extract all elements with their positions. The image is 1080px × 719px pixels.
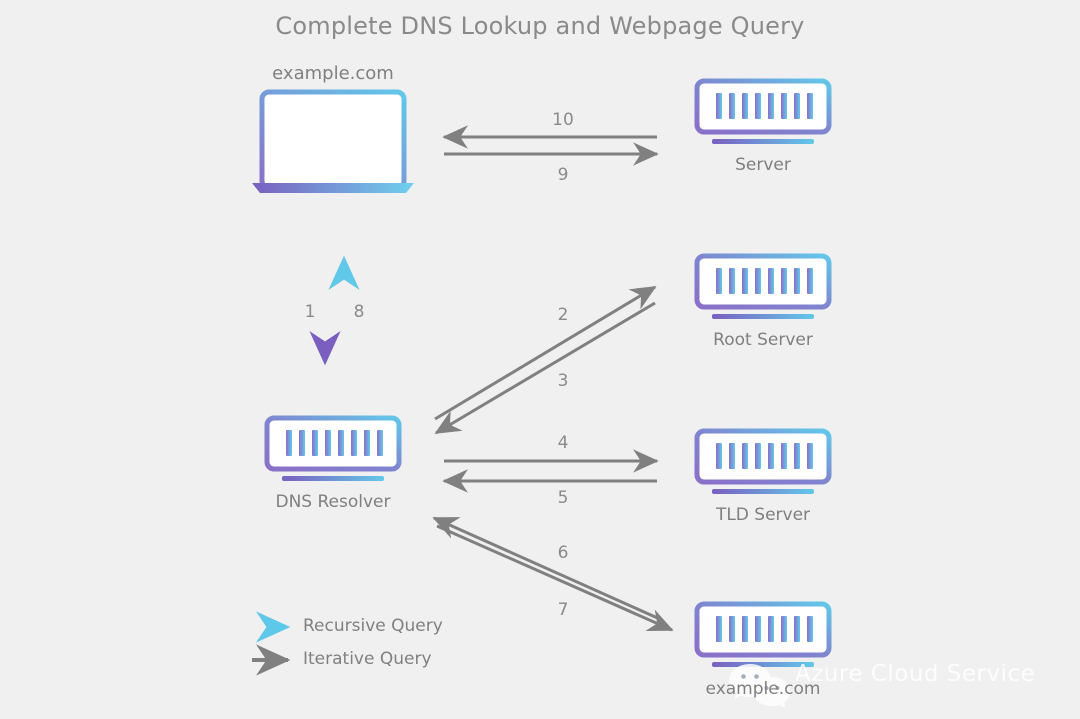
- server-icon-tld-server: [694, 428, 832, 494]
- watermark-label: Azure Cloud Service: [795, 661, 1036, 687]
- step-number-3: 3: [557, 371, 569, 391]
- step-number-9: 9: [557, 165, 569, 185]
- step-number-8: 8: [353, 302, 365, 322]
- step-number-7: 7: [557, 600, 569, 620]
- step-number-1: 1: [304, 302, 316, 322]
- page-title: Complete DNS Lookup and Webpage Query: [275, 12, 805, 40]
- legend-label-iterative: Iterative Query: [303, 649, 432, 669]
- arrow-step-6: [432, 516, 663, 622]
- server-icon-root-server: [694, 253, 832, 319]
- step-number-2: 2: [557, 305, 569, 325]
- node-label-tld-server: TLD Server: [715, 505, 811, 525]
- laptop-icon: [252, 89, 414, 193]
- node-label-root-server: Root Server: [713, 330, 813, 350]
- server-icon-authoritative-server: [694, 601, 832, 667]
- node-label-server: Server: [735, 155, 791, 175]
- step-number-5: 5: [557, 488, 569, 508]
- legend-label-recursive: Recursive Query: [303, 616, 443, 636]
- arrow-step-3: [434, 301, 656, 435]
- wechat-icon: [729, 664, 791, 708]
- server-icon-server: [694, 78, 832, 144]
- step-number-10: 10: [552, 110, 574, 130]
- server-icon-dns-resolver: [264, 415, 402, 481]
- node-label-dns-resolver: DNS Resolver: [275, 492, 391, 512]
- step-number-6: 6: [557, 543, 569, 563]
- arrow-step-7: [436, 524, 674, 632]
- arrow-step-2: [434, 285, 657, 421]
- node-label-authoritative-server: example.com: [705, 679, 821, 699]
- step-number-4: 4: [557, 433, 569, 453]
- node-label-client: example.com: [272, 63, 394, 84]
